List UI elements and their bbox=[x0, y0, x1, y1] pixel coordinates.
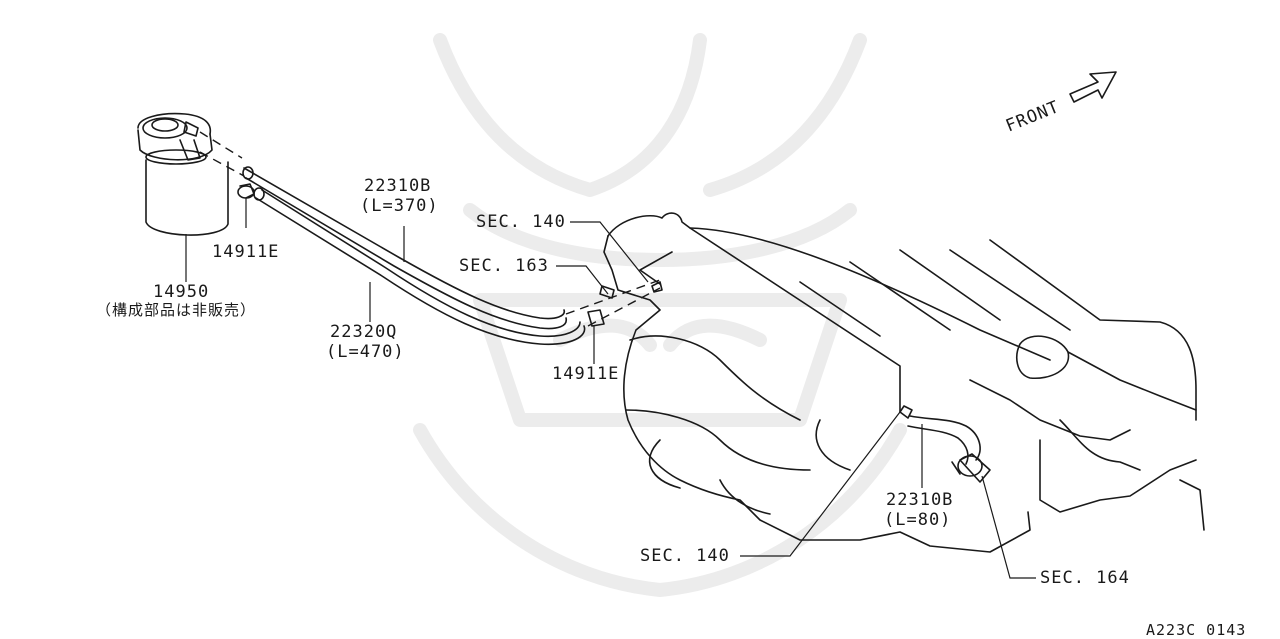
clamp-a-part-number: 14911E bbox=[212, 242, 280, 262]
hose-a-length: (L=370) bbox=[360, 196, 439, 216]
leader-lines bbox=[369, 221, 1036, 579]
valve-icon bbox=[899, 405, 991, 483]
hose-c-part-number: 22310B bbox=[886, 490, 954, 510]
canister-icon bbox=[137, 112, 245, 282]
figure-code: A223C 0143 bbox=[1146, 621, 1247, 639]
section-ref-163: SEC. 163 bbox=[459, 256, 549, 276]
samurai-helmet-watermark-icon bbox=[413, 33, 907, 597]
hose-icon bbox=[242, 166, 661, 346]
hose-a-part-number: 22310B bbox=[364, 176, 432, 196]
hose-b-length: (L=470) bbox=[326, 342, 405, 362]
hose-c-length: (L=80) bbox=[884, 510, 952, 530]
section-ref-164: SEC. 164 bbox=[1040, 568, 1130, 588]
section-ref-140-top: SEC. 140 bbox=[476, 212, 566, 232]
clamp-b-part-number: 14911E bbox=[552, 364, 620, 384]
engine-icon bbox=[599, 212, 1205, 553]
front-arrow-icon bbox=[1069, 71, 1117, 103]
canister-note: （構成部品は非販売） bbox=[96, 301, 257, 319]
hose-b-part-number: 22320Q bbox=[330, 322, 398, 342]
clamp-icon bbox=[237, 183, 255, 228]
canister-part-number: 14950 bbox=[153, 282, 210, 302]
clamp-icon bbox=[587, 309, 605, 364]
section-ref-140-bottom: SEC. 140 bbox=[640, 546, 730, 566]
